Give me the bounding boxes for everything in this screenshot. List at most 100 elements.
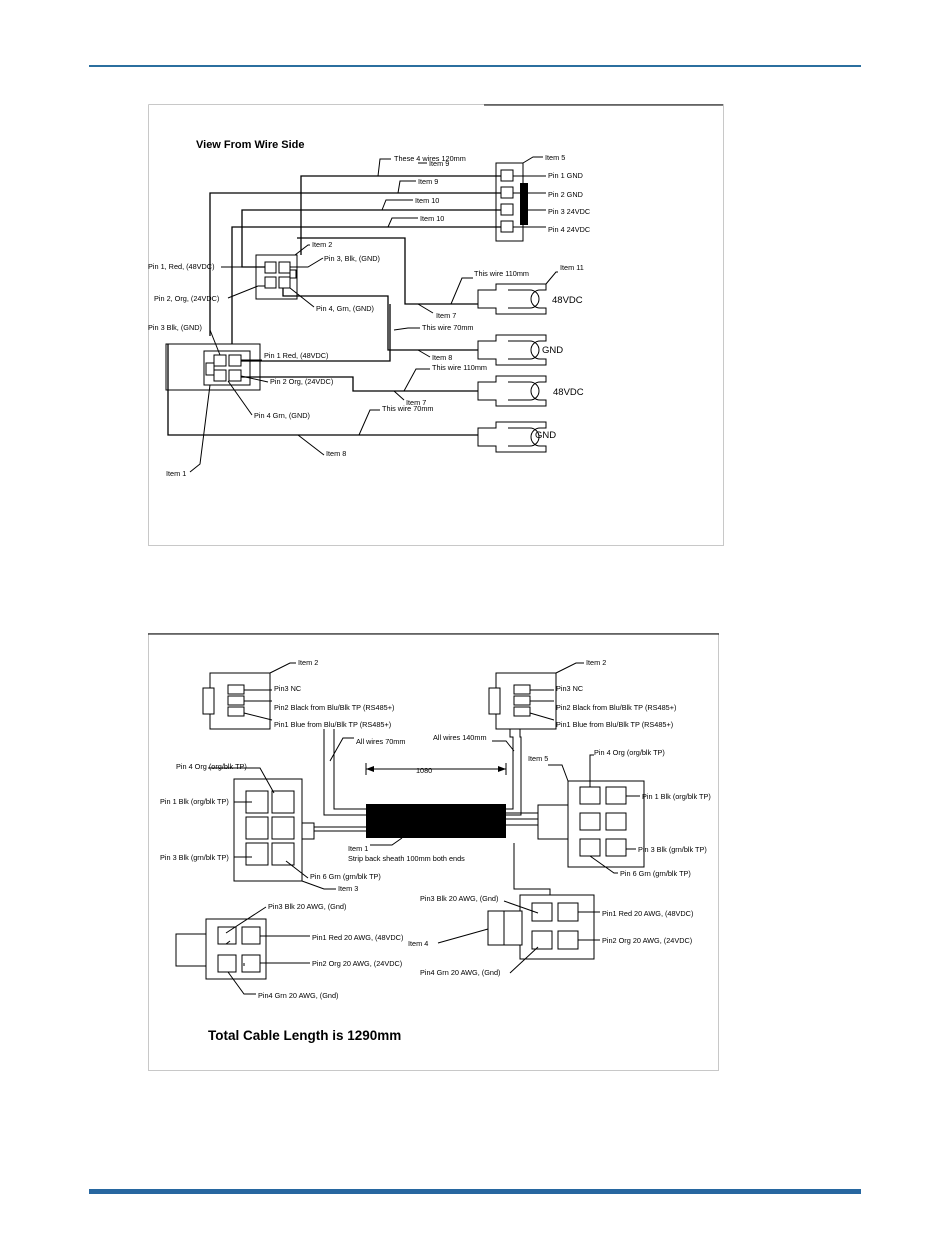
lug-48vdc-b [477,375,547,407]
leader-p4grn [289,287,315,308]
cable-assembly-diagram: Item 2 Pin3 NC Pin2 Black from Blu/Blk T… [148,633,719,1071]
label-gnda: GND [542,345,563,356]
header-rule [89,65,861,67]
wires-left-top [323,729,366,816]
label-p3blkB: Pin 3 Blk, (GND) [148,323,202,332]
label-these4: These 4 wires 120mm [394,154,466,163]
label-item3: Item 3 [338,884,358,893]
leader-pin4grnR [509,946,539,974]
leader-item8b [297,434,325,456]
label-all70: All wires 70mm [356,737,405,746]
leader-item5 [522,156,543,164]
item2-pin1 [264,261,277,274]
item5-pin2 [500,186,514,199]
label-p4orgR: Pin 4 Org (org/blk TP) [594,748,665,757]
label-item9a: Item 9 [429,159,449,168]
label-item5: Item 5 [528,754,548,763]
item2-pin2 [264,276,277,289]
item5-latch [520,183,528,225]
label-w110b: This wire 110mm [432,363,487,372]
item1-pin3 [228,354,242,367]
leader-item2 [294,244,310,256]
label-p2org: Pin 2, Org, (24VDC) [154,294,219,303]
label-item2: Item 2 [312,240,332,249]
leaders-pins-R [529,689,555,721]
lug-gnd-a [477,334,547,366]
item1-pin4 [228,369,242,382]
label-pin3ncR: Pin3 NC [556,684,583,693]
wire-item1-org [241,376,478,392]
leader-item2L [269,662,296,674]
label-p6grnR: Pin 6 Grn (grn/blk TP) [620,869,691,878]
dimension-line [365,763,507,775]
label-p3blkL: Pin 3 Blk (grn/blk TP) [160,853,229,862]
label-item11: Item 11 [560,263,584,272]
label-p4grnB: Pin 4 Grn, (GND) [254,411,310,420]
label-w70a: This wire 70mm [422,323,474,332]
cable-assembly-diagram-svg: Item 2 Pin3 NC Pin2 Black from Blu/Blk T… [148,633,719,1071]
lug-gnd-b [477,421,547,453]
label-pin2orgL: Pin2 Org 20 AWG, (24VDC) [312,959,402,968]
label-p1redB: Pin 1 Red, (48VDC) [264,351,328,360]
label-v48a: 48VDC [552,295,583,306]
leader-p3blkB [209,329,221,356]
leader-w70b [358,409,380,436]
leader-w110b [403,368,430,392]
label-pin2R: Pin2 Black from Blu/Blk TP (RS485+) [556,703,676,712]
label-pin2orgR: Pin2 Org 20 AWG, (24VDC) [602,936,692,945]
label-item7b: Item 7 [406,398,426,407]
label-pin2L: Pin2 Black from Blu/Blk TP (RS485+) [274,703,394,712]
leader-w70a [393,327,420,331]
label-w110a: This wire 110mm [474,269,529,278]
leader-all140 [492,740,515,752]
label-p4orgL: Pin 4 Org (org/blk TP) [176,762,247,771]
total-cable-length: Total Cable Length is 1290mm [208,1028,401,1043]
label-item9b: Item 9 [418,177,438,186]
item1-latch [205,362,215,376]
leader-item8a [417,349,431,358]
wire-pin4 [231,226,501,369]
label-item8a: Item 8 [432,353,452,362]
label-p1blkL: Pin 1 Blk (org/blk TP) [160,797,229,806]
diagram-title: View From Wire Side [196,139,305,151]
label-gndb: GND [535,430,556,441]
label-pin1redR: Pin1 Red 20 AWG, (48VDC) [602,909,693,918]
label-v48b: 48VDC [553,387,584,398]
item2-latch [289,269,297,279]
footer-rule [89,1189,861,1194]
leader-item1 [189,384,211,473]
label-item1: Item 1 [166,469,186,478]
wire-pin1 [300,175,501,255]
leader-p6grnL [285,860,309,879]
leader-item7a [417,303,434,314]
leader-item4 [437,928,489,944]
label-w70b: This wire 70mm [382,404,434,413]
label-pin3blkL: Pin3 Blk 20 AWG, (Gnd) [268,902,346,911]
item5-pin-leaders [513,175,546,228]
leader-p2orgB [240,375,269,383]
item1-sheath [366,804,506,838]
label-pin3blkR: Pin3 Blk 20 AWG, (Gnd) [420,894,498,903]
item2-pin4 [278,276,291,289]
label-item8b: Item 8 [326,449,346,458]
label-p3blkR: Pin 3 Blk (grn/blk TP) [638,845,707,854]
leaders-pins-L [243,689,273,721]
label-pin3ncL: Pin3 NC [274,684,301,693]
item5-pin4 [500,220,514,233]
leader-p3blk [290,257,324,268]
item5-pin1 [500,169,514,182]
item5-pin3 [500,203,514,216]
label-item10a: Item 10 [415,196,439,205]
leader-p4grnB [227,380,253,416]
label-p2orgB: Pin 2 Org, (24VDC) [270,377,333,386]
wire-item1-blk [167,344,478,436]
leader-item1 [370,837,403,846]
leader-item3 [301,880,336,890]
label-pin4grnL: Pin4 Grn 20 AWG, (Gnd) [258,991,338,1000]
wires-sheath-right [506,812,538,826]
leader-pin3blkR [503,900,539,914]
wires-right-top [506,729,522,816]
label-p3v: Pin 3 24VDC [548,207,590,216]
label-item4: Item 4 [408,939,428,948]
leader-p2org [227,285,265,299]
